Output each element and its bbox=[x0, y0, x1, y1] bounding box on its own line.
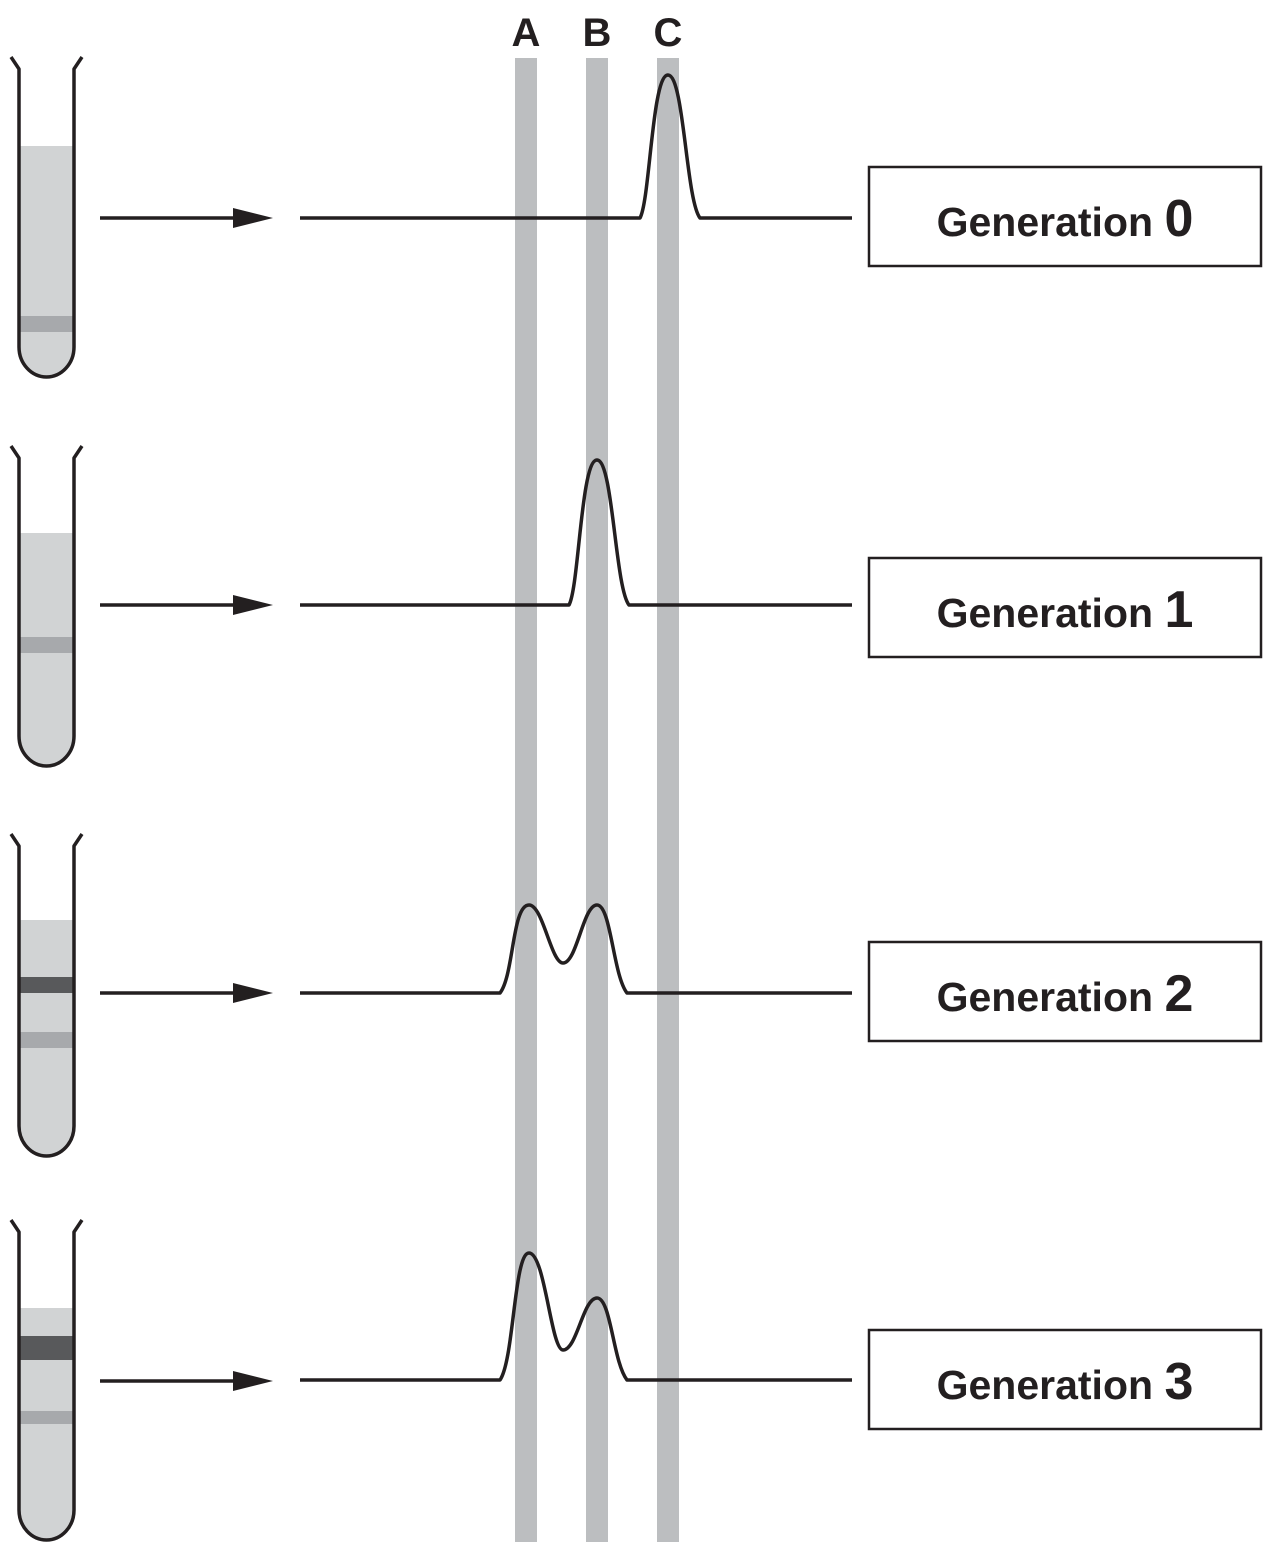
arrow-head bbox=[233, 1371, 273, 1391]
tube-band-light bbox=[19, 1032, 74, 1048]
generation-label-1: Generation 1 bbox=[937, 581, 1194, 639]
tube-outline bbox=[9, 1219, 84, 1542]
generation-number: 1 bbox=[1164, 581, 1193, 639]
generation-2-row: Generation 2 bbox=[9, 833, 1263, 1158]
generation-label-box-2 bbox=[867, 940, 1263, 1043]
column-band-c bbox=[657, 58, 679, 1542]
arrow-3 bbox=[100, 1371, 273, 1391]
profile-curve-2 bbox=[300, 903, 852, 995]
tube-band-light bbox=[19, 1411, 74, 1424]
column-band-b bbox=[586, 58, 608, 1542]
generation-number: 3 bbox=[1164, 1353, 1193, 1411]
arrow-head bbox=[233, 983, 273, 1003]
column-band-a bbox=[515, 58, 537, 1542]
generation-label-2: Generation 2 bbox=[937, 965, 1194, 1023]
test-tube-3 bbox=[9, 1219, 84, 1542]
generation-label-box-1 bbox=[867, 556, 1263, 659]
generation-number: 2 bbox=[1164, 965, 1193, 1023]
generation-word: Generation bbox=[937, 199, 1153, 245]
column-label-a: A bbox=[512, 11, 541, 55]
profile-curve-3 bbox=[300, 1251, 852, 1382]
test-tube-2 bbox=[9, 833, 84, 1158]
profile-curve-0 bbox=[300, 73, 852, 220]
test-tube-0 bbox=[9, 56, 84, 379]
generation-label-3: Generation 3 bbox=[937, 1353, 1194, 1411]
generation-1-row: Generation 1 bbox=[9, 445, 1263, 768]
generation-label-box-0 bbox=[867, 165, 1263, 268]
tube-band-light bbox=[19, 316, 74, 332]
arrow-head bbox=[233, 208, 273, 228]
tube-outline bbox=[9, 445, 84, 768]
tube-outline bbox=[9, 833, 84, 1158]
arrow-1 bbox=[100, 595, 273, 615]
arrow-head bbox=[233, 595, 273, 615]
tube-band-dark bbox=[19, 1336, 74, 1360]
test-tube-1 bbox=[9, 445, 84, 768]
arrow-0 bbox=[100, 208, 273, 228]
generation-3-row: Generation 3 bbox=[9, 1219, 1263, 1542]
generation-number: 0 bbox=[1164, 190, 1193, 248]
generation-word: Generation bbox=[937, 590, 1153, 636]
tube-band-light bbox=[19, 637, 74, 653]
generation-0-row: Generation 0 bbox=[9, 56, 1263, 379]
tube-band-dark bbox=[19, 977, 74, 993]
column-label-b: B bbox=[583, 11, 612, 55]
generation-word: Generation bbox=[937, 974, 1153, 1020]
profile-curve-1 bbox=[300, 458, 852, 607]
generation-word: Generation bbox=[937, 1362, 1153, 1408]
generation-label-box-3 bbox=[867, 1328, 1263, 1431]
tube-outline bbox=[9, 56, 84, 379]
arrow-2 bbox=[100, 983, 273, 1003]
tube-liquid bbox=[19, 146, 74, 377]
column-label-c: C bbox=[654, 11, 683, 55]
generation-label-0: Generation 0 bbox=[937, 190, 1194, 248]
